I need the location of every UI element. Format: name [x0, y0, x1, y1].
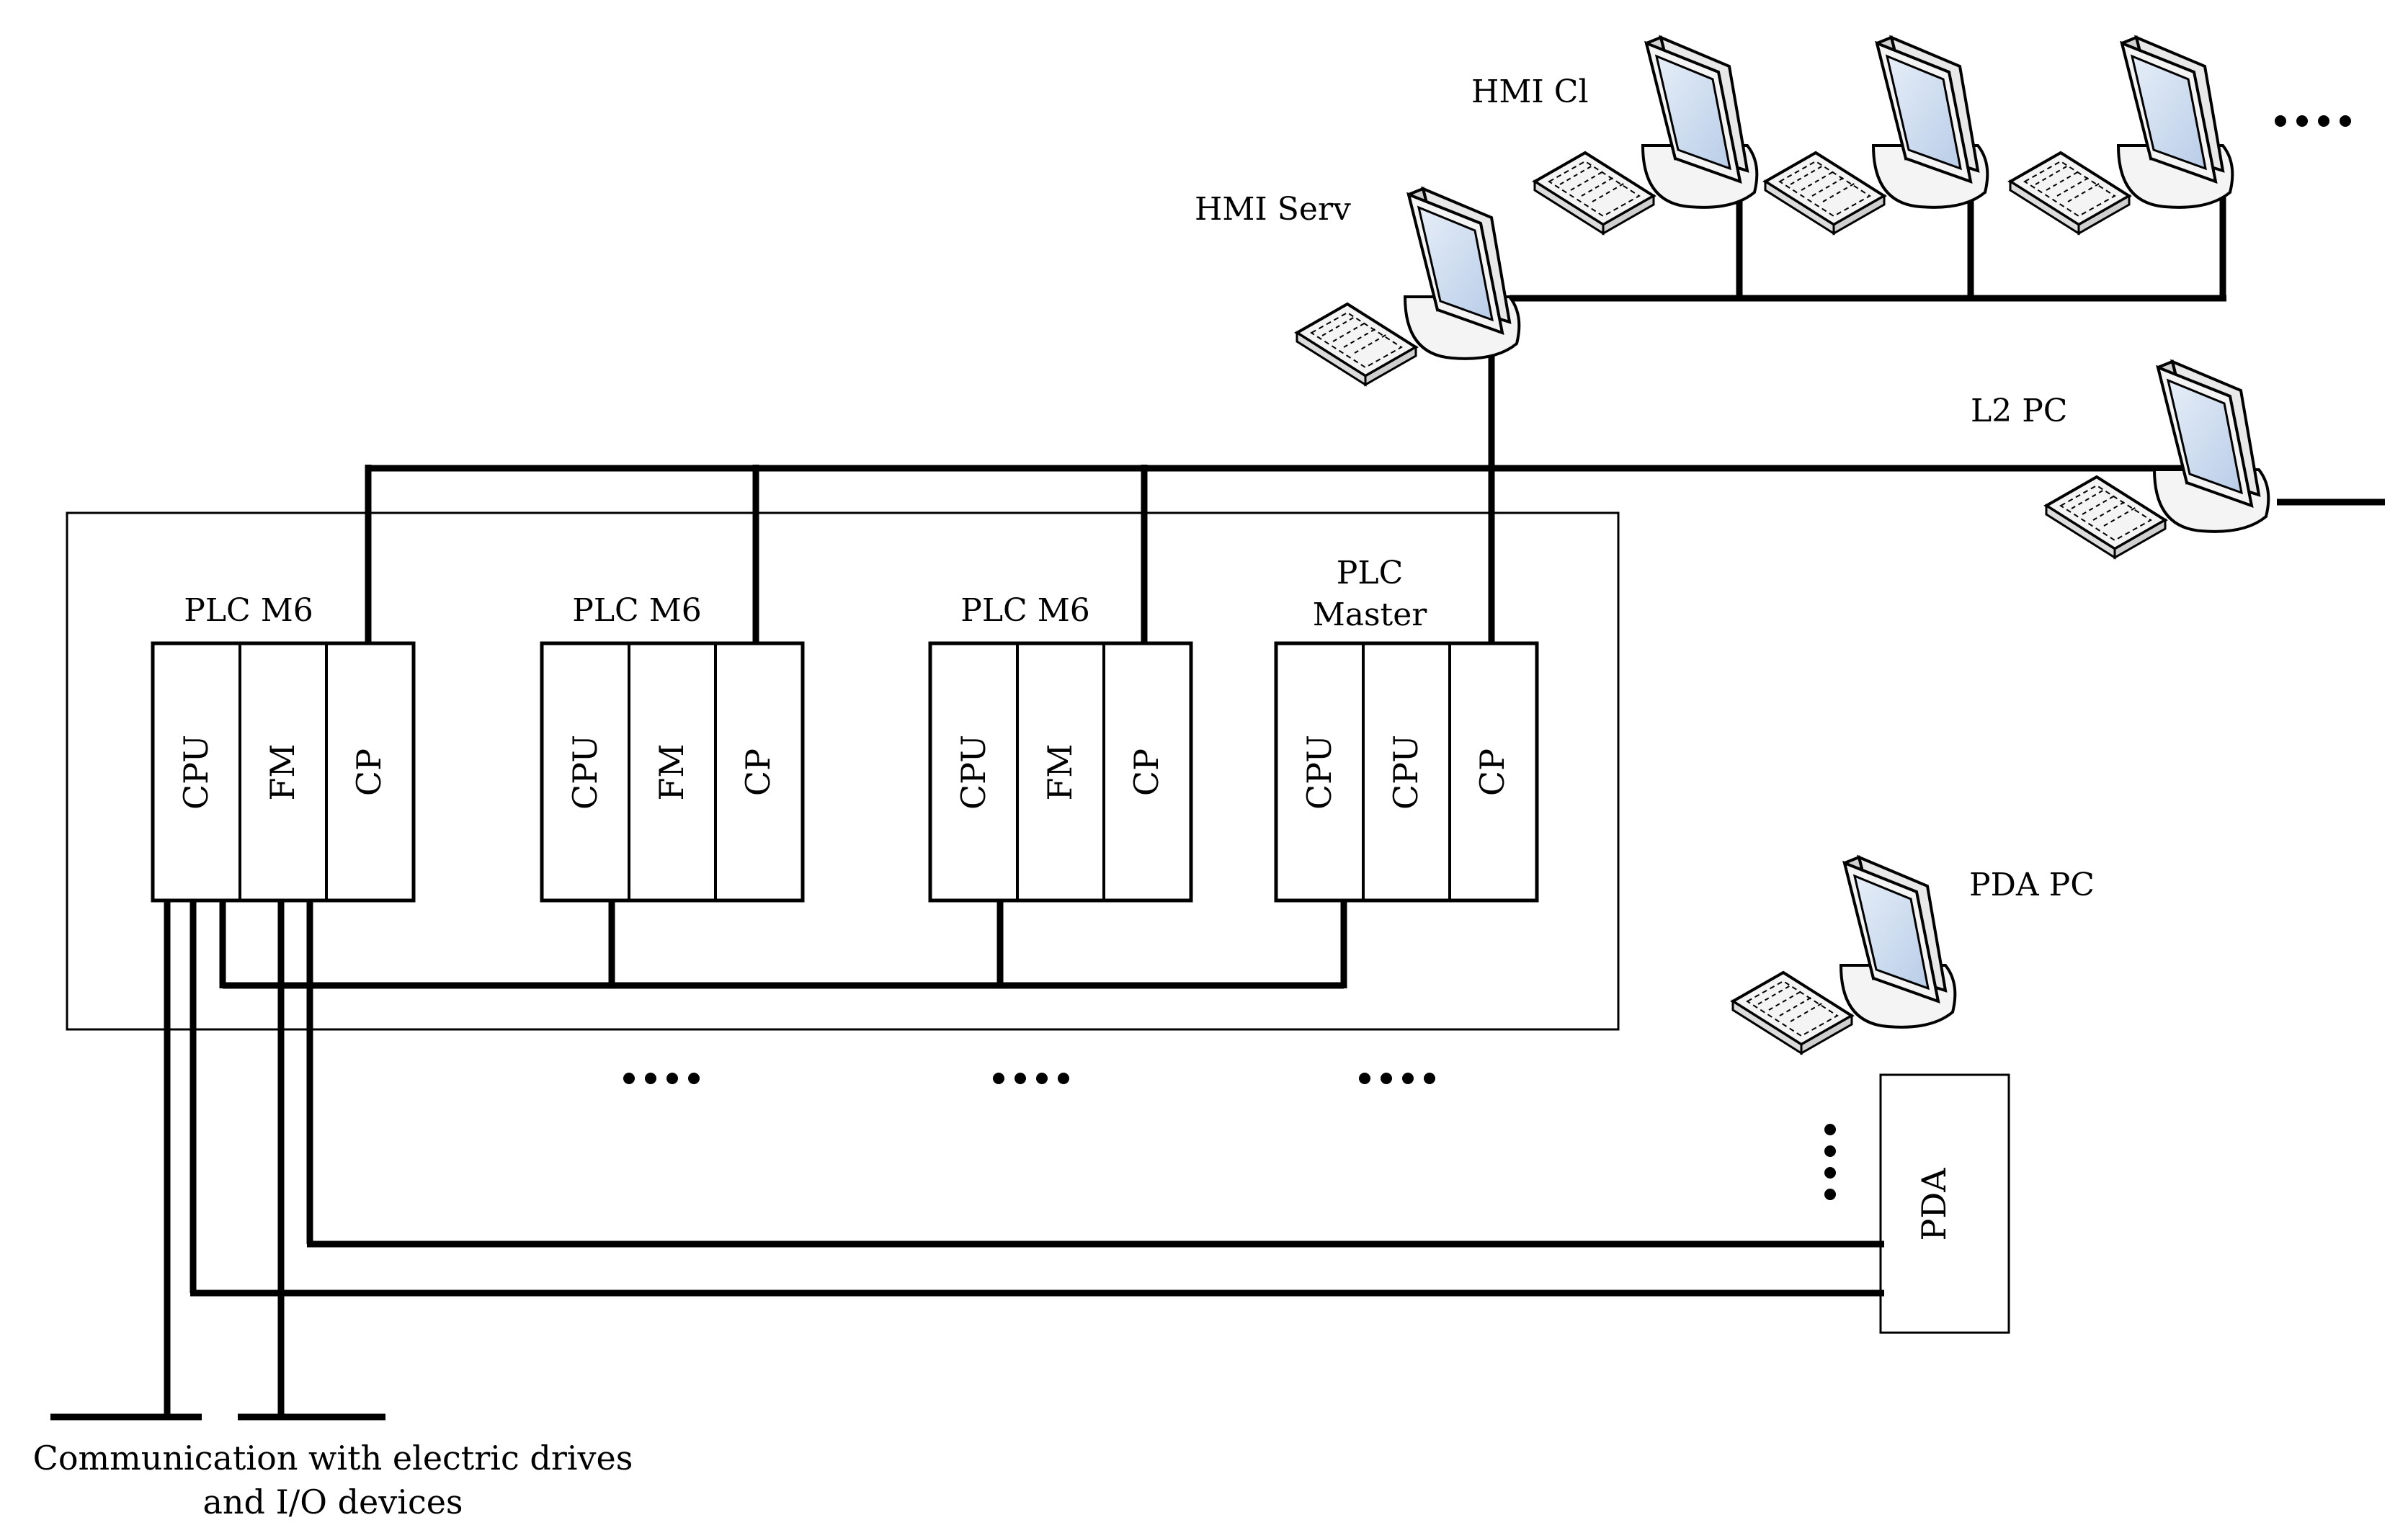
- plc-3-modules: CPU FM CP: [954, 735, 1166, 810]
- plc-3-title: PLC M6: [960, 592, 1090, 629]
- module-label: CP: [1473, 748, 1512, 796]
- l2-pc-computer: [2045, 360, 2270, 559]
- module-label: FM: [263, 743, 302, 800]
- hmi-client-computer-1: [1533, 36, 1759, 235]
- plc-1-title: PLC M6: [184, 592, 313, 629]
- module-label: FM: [652, 743, 691, 800]
- pda-pc-label: PDA PC: [1969, 867, 2095, 903]
- module-label: CPU: [1386, 735, 1425, 810]
- plc-rack-3: [928, 641, 1193, 903]
- caption-line-1: Communication with electric drives: [33, 1439, 633, 1477]
- plc-rack-master: [1274, 641, 1539, 903]
- pda-box: [1879, 1073, 2010, 1334]
- ellipsis-dots: [623, 115, 2351, 1200]
- module-label: CP: [739, 748, 777, 796]
- module-label: CPU: [954, 735, 993, 810]
- module-label: CPU: [1300, 735, 1339, 810]
- hmi-client-computer-3: [2009, 36, 2234, 235]
- pda-pc-computer: [1731, 856, 1957, 1055]
- plc-master-title-line2: Master: [1313, 596, 1428, 633]
- l2-pc-label: L2 PC: [1971, 393, 2067, 429]
- plc-enclosure: [66, 511, 1620, 1031]
- plc-2-title: PLC M6: [572, 592, 702, 629]
- module-label: CPU: [177, 735, 215, 810]
- plc-rack-2: [540, 641, 805, 903]
- module-label: CP: [1127, 748, 1166, 796]
- plc-1-modules: CPU FM CP: [177, 735, 388, 810]
- module-label: CP: [349, 748, 388, 796]
- plc-master-title-line1: PLC: [1337, 555, 1404, 591]
- pda-label: PDA: [1914, 1168, 1953, 1241]
- caption-line-2: and I/O devices: [202, 1483, 463, 1521]
- module-label: CPU: [566, 735, 605, 810]
- plc-rack-1: [151, 641, 416, 903]
- plc-master-modules: CPU CPU CP: [1300, 735, 1512, 810]
- hmi-clients-label: HMI Cl: [1471, 73, 1589, 110]
- module-label: FM: [1040, 743, 1079, 800]
- hmi-client-computer-2: [1764, 36, 1989, 235]
- network-bus: [50, 180, 2385, 1421]
- hmi-server-label: HMI Serv: [1195, 191, 1351, 228]
- plc-2-modules: CPU FM CP: [566, 735, 777, 810]
